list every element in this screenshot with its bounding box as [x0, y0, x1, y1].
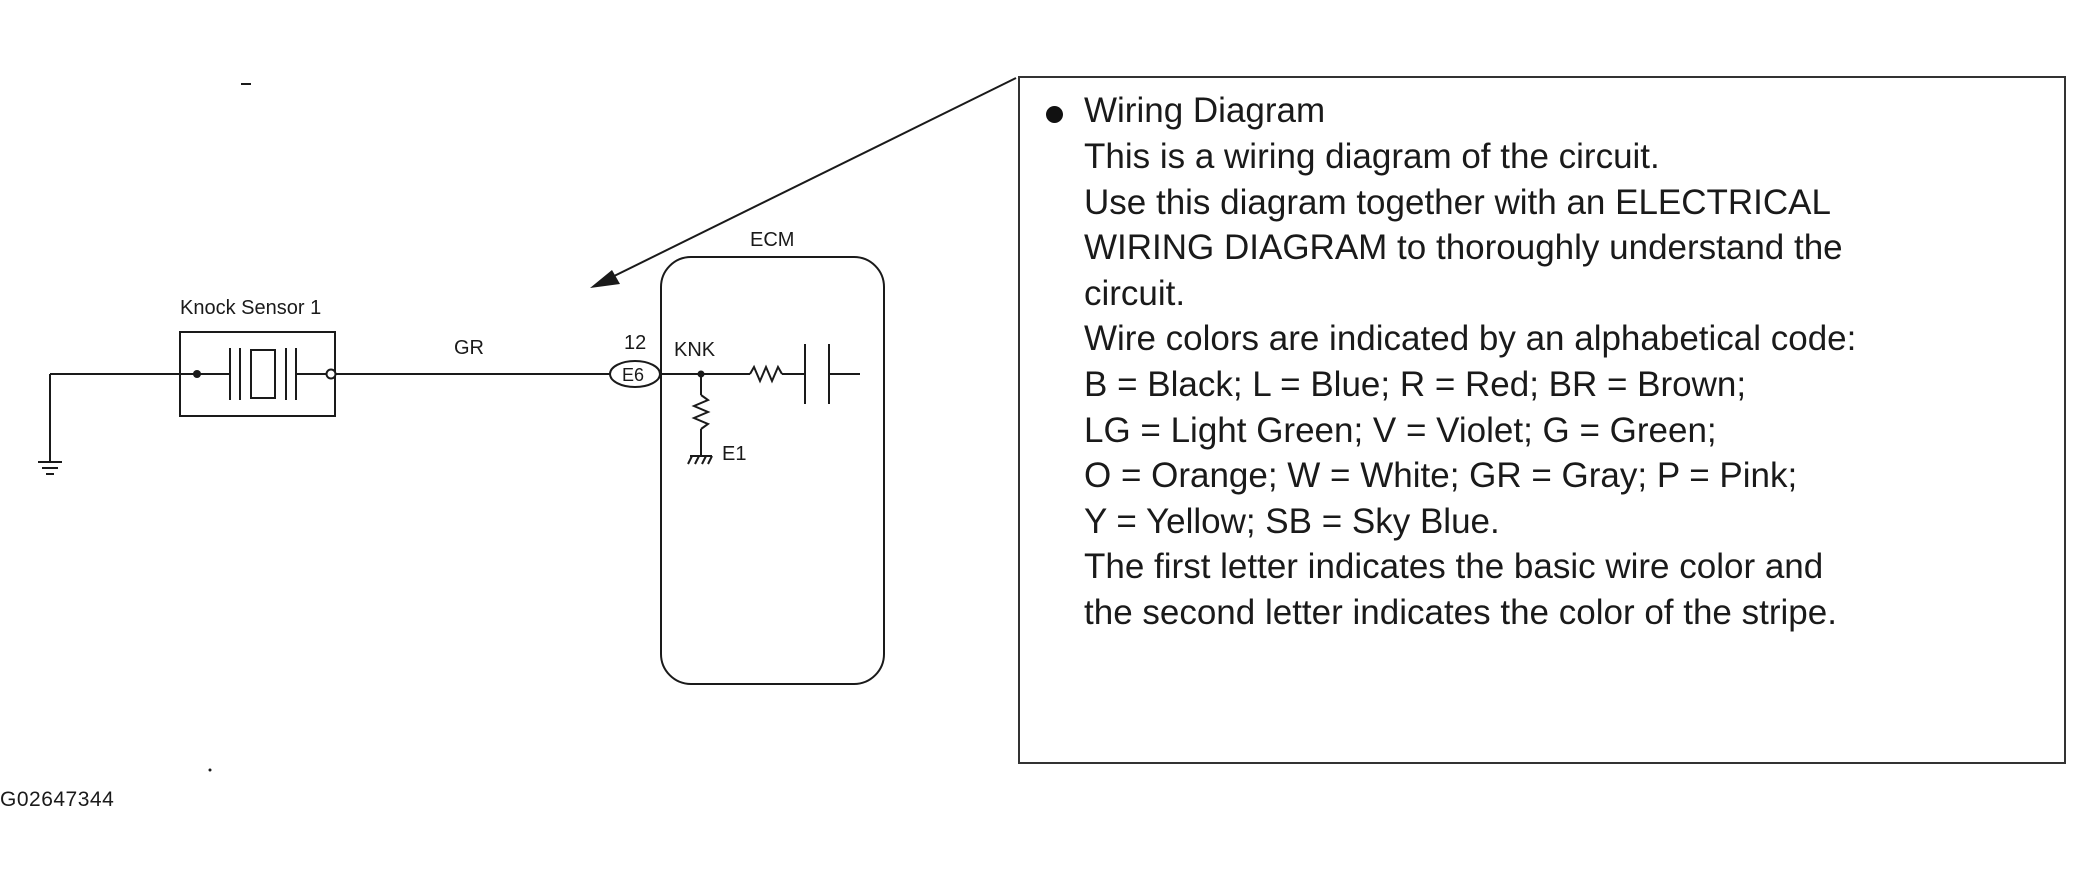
ecm-label: ECM — [750, 229, 794, 251]
terminal-label: KNK — [674, 339, 716, 361]
callout-line: Wire colors are indicated by an alphabet… — [1084, 319, 1857, 359]
callout-line: LG = Light Green; V = Violet; G = Green; — [1084, 410, 1717, 450]
callout-line: WIRING DIAGRAM to thoroughly understand … — [1084, 228, 1843, 268]
callout-line: Y = Yellow; SB = Sky Blue. — [1084, 501, 1500, 541]
callout-box: Wiring Diagram This is a wiring diagram … — [1018, 76, 2066, 764]
ecm-box — [660, 256, 885, 685]
bullet-icon — [1046, 106, 1063, 123]
chassis-ground-icon — [687, 455, 713, 465]
callout-pointer-line — [603, 77, 1017, 282]
callout-heading: Wiring Diagram — [1084, 91, 1326, 130]
figure-id: G02647344 — [0, 788, 115, 811]
callout-body: This is a wiring diagram of the circuit.… — [1084, 134, 1856, 636]
callout-line: This is a wiring diagram of the circuit. — [1084, 137, 1660, 176]
connector-label: E6 — [622, 365, 644, 385]
callout-line: O = Orange; W = White; GR = Gray; P = Pi… — [1084, 456, 1798, 496]
ground-symbol-icon — [38, 374, 62, 475]
callout-line: the second letter indicates the color of… — [1084, 592, 1837, 632]
callout-line: B = Black; L = Blue; R = Red; BR = Brown… — [1084, 364, 1747, 404]
wire-color-label: GR — [454, 337, 484, 359]
stray-dot — [208, 768, 212, 772]
ground-terminal-label: E1 — [722, 443, 746, 465]
callout-line: The first letter indicates the basic wir… — [1084, 547, 1824, 587]
callout-line: circuit. — [1084, 273, 1186, 313]
arrowhead-icon — [590, 270, 620, 288]
sensor-terminal-right — [325, 368, 337, 380]
shunt-resistor-icon — [691, 394, 711, 430]
capacitor-icon — [804, 344, 830, 404]
knock-sensor-label: Knock Sensor 1 — [180, 297, 321, 319]
series-resistor-icon — [749, 364, 783, 384]
pin-number-label: 12 — [624, 332, 646, 354]
callout-line: Use this diagram together with an ELECTR… — [1084, 182, 1831, 222]
piezo-element-icon — [197, 348, 327, 400]
